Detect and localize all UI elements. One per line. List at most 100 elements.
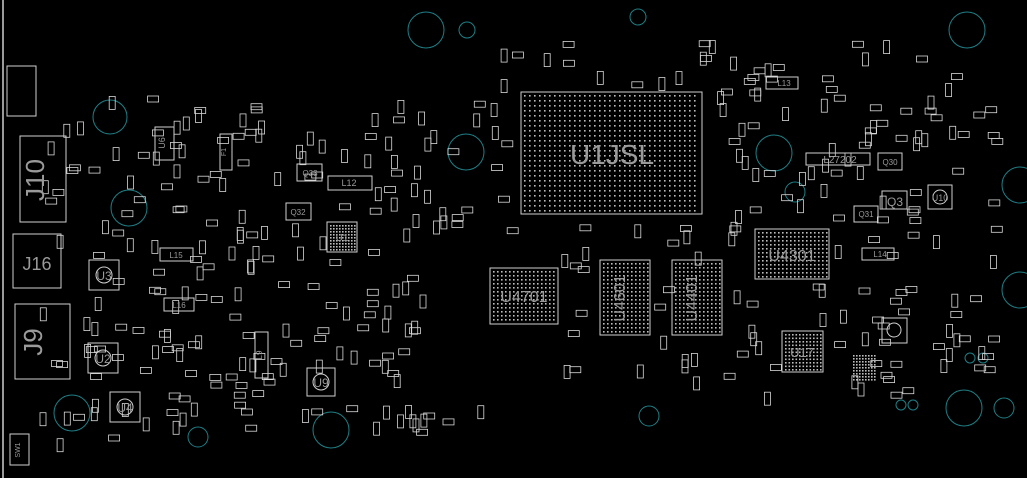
bga-ball [691,291,693,293]
bga-ball [798,248,800,250]
bga-ball [684,145,686,147]
svg-text:U9: U9 [313,376,329,390]
memory-u4601[interactable]: U4601 [599,259,651,336]
transistor-q33[interactable]: Q33 [296,163,323,182]
bga-ball [609,165,611,167]
memory-u4301[interactable]: U4301 [754,228,830,280]
bga-ball [569,150,571,152]
transistor-q3[interactable]: Q3 [881,190,908,210]
bga-ball [615,291,617,293]
cpu-u1jsl[interactable]: U1JSL [520,91,703,215]
switch-sw1[interactable]: SW1 [9,433,30,466]
bga-ball [790,268,792,270]
bga-ball [683,283,685,285]
inductor-l12[interactable]: L12 [327,175,373,191]
ic-u3[interactable]: U3 [88,259,120,291]
bga-ball [790,260,792,262]
bga-ball [799,344,801,347]
bga-ball [649,185,651,187]
transistor-q32[interactable]: Q32 [285,202,312,221]
connector-j16[interactable]: J16 [12,233,62,289]
smd-pad [807,166,815,181]
bga-ball [691,319,693,321]
smd-pad [239,357,247,372]
bga-ball [703,279,705,281]
ic-u9[interactable]: U9 [306,367,336,397]
bga-ball [674,200,676,202]
memory-u4401[interactable]: U4401 [671,259,723,336]
bga-ball [584,195,586,197]
bga-ball [785,362,787,364]
bga-ball [774,240,776,242]
bga-ball [579,120,581,122]
bga-ball [809,337,812,340]
bga-ball [559,210,561,212]
bga-ball [604,200,606,202]
ic-u17[interactable]: U17 [781,330,824,373]
smd-pad [982,353,994,361]
bga-ball [684,190,686,192]
smd-pad [880,371,893,379]
connector-j9[interactable]: J9 [14,303,71,380]
bga-ball [794,272,796,274]
fuse-f1[interactable]: F1 [219,133,233,171]
ic-u10[interactable]: U10 [927,184,953,210]
connector-j10[interactable]: J10 [19,135,67,223]
inductor-l15[interactable]: L15 [159,247,194,262]
bga-ball [525,311,527,313]
bga-ball [687,323,689,325]
memory-u4701[interactable]: U4701 [489,267,559,325]
inductor-l14[interactable]: L14 [861,247,895,261]
bga-ball [639,195,641,197]
bga-ball [635,323,637,325]
smd-pad [206,219,219,227]
bga-ball [758,264,760,266]
bga-ball [517,275,519,277]
smd-pad [182,116,190,131]
ic-u1[interactable]: U1 [326,221,358,253]
bga-ball [687,263,689,265]
bga-ball [707,327,709,329]
connector-top-left[interactable] [6,65,37,117]
smd-pad [132,326,145,334]
inductor-l13[interactable]: L13 [765,76,799,90]
smd-pad [336,346,344,361]
bga-ball [627,279,629,281]
bga-ball [799,334,801,336]
transistor-q30[interactable]: Q30 [877,152,903,171]
bga-ball [529,185,531,187]
inductor-l16[interactable]: L16 [163,297,195,312]
smd-pad [90,373,102,381]
bga-ball [689,120,691,122]
bga-ball [695,331,697,333]
transistor-q31[interactable]: Q31 [853,205,879,223]
ic-u2[interactable]: U2 [87,342,119,374]
bga-ball [553,283,555,285]
bga-ball [810,248,812,250]
bga-ball [615,299,617,301]
inductor-l27202[interactable]: L27202 [805,152,871,166]
bga-ball [679,287,681,289]
ic-u6[interactable]: U6 [154,126,175,161]
smd-pad [402,281,410,296]
bga-ball [635,307,637,309]
bga-ball [539,180,541,182]
bga-ball [529,210,531,212]
bga-ball [675,267,677,269]
ic-u4[interactable]: U4 [109,391,141,423]
svg-text:U6: U6 [157,137,167,149]
bga-ball [579,115,581,117]
smd-pad [261,225,268,240]
smd-pad [634,224,642,239]
ic-right-j[interactable] [881,317,908,344]
smd-pad [397,100,405,114]
smd-pad [890,297,902,305]
bga-ball [497,299,499,301]
inductor-l9[interactable]: L9 [254,331,269,379]
bga-ball [584,140,586,142]
bga-ball [584,200,586,202]
bga-ball [627,291,629,293]
bga-ball [524,115,526,117]
bga-ball [635,291,637,293]
